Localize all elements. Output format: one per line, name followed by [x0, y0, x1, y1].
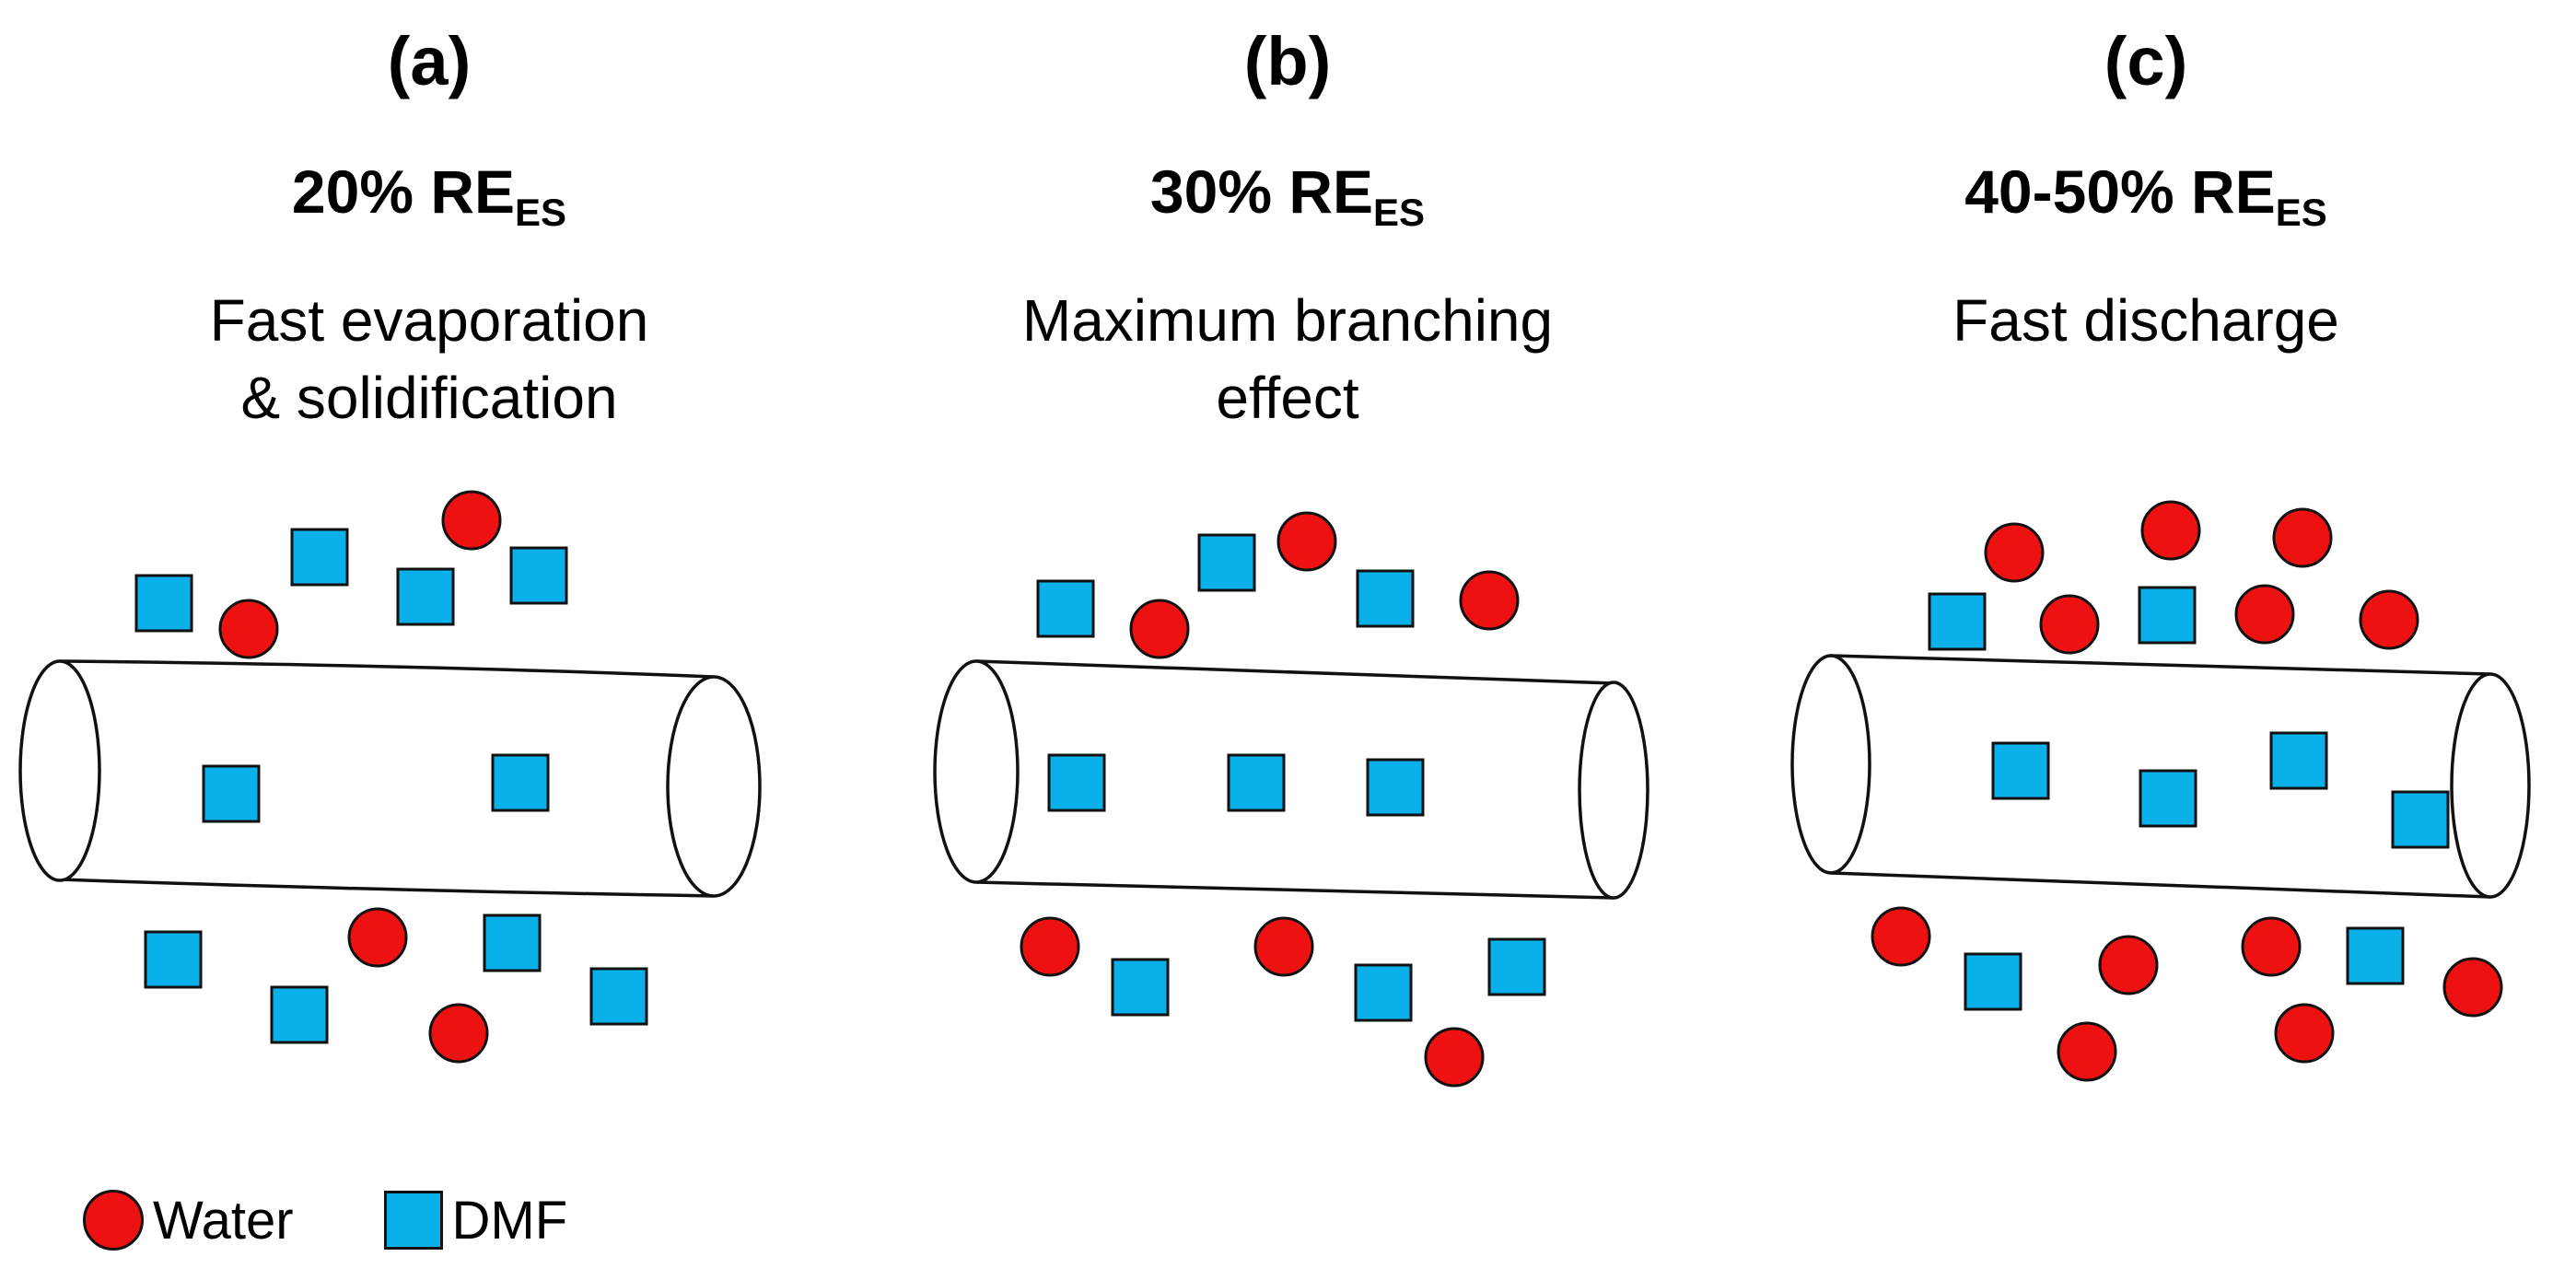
dmf-particle-icon [2138, 586, 2197, 645]
fiber-top-edge [975, 659, 1614, 685]
water-particle-icon [218, 599, 279, 659]
fiber-scene [1790, 500, 2531, 1082]
dmf-swatch-icon [383, 1191, 443, 1250]
fiber-scene [933, 511, 1649, 1088]
fiber-tube [933, 659, 1649, 900]
water-particle-icon [347, 907, 408, 968]
dmf-particle-icon [491, 753, 550, 812]
water-particle-icon [2241, 916, 2302, 977]
fiber-bottom-edge [59, 878, 715, 898]
dmf-particle-icon [270, 985, 329, 1044]
panel-label: (c) [2104, 23, 2188, 99]
panel-label: (a) [387, 23, 472, 99]
panel-b: (b) 30% REES Maximum branching effect [858, 0, 1717, 1142]
description-line: Maximum branching [1021, 287, 1554, 354]
condition-label: 40-50% REES [1964, 157, 2327, 234]
legend: Water DMF [83, 1183, 658, 1257]
water-particle-icon [1424, 1027, 1485, 1088]
fiber-right-end [666, 675, 762, 898]
fiber-left-end [1790, 654, 1871, 875]
water-particle-icon [2140, 500, 2201, 561]
dmf-particle-icon [589, 967, 648, 1026]
dmf-particle-icon [1227, 753, 1286, 812]
fiber-left-end [933, 659, 1020, 884]
dmf-particle-icon [1197, 533, 1256, 592]
legend-item-water: Water [83, 1190, 294, 1251]
water-particle-icon [1253, 916, 1314, 977]
fiber-right-end [2450, 672, 2531, 899]
dmf-particle-icon [1487, 937, 1546, 996]
water-particle-icon [2098, 935, 2159, 995]
water-particle-icon [1276, 511, 1337, 572]
particles [134, 490, 648, 1064]
water-particle-icon [1020, 916, 1080, 977]
description-line: & solidification [240, 365, 618, 431]
fiber-left-end [18, 659, 101, 882]
particles [1871, 500, 2503, 1082]
description-line: Fast evaporation [209, 287, 649, 354]
water-particle-icon [2359, 589, 2419, 650]
water-swatch-icon [83, 1190, 144, 1251]
dmf-particle-icon [2391, 790, 2450, 849]
dmf-particle-icon [290, 528, 349, 587]
description-line: Fast discharge [1952, 287, 2339, 354]
water-particle-icon [2039, 594, 2100, 655]
legend-item-dmf: DMF [383, 1190, 568, 1251]
panel-c: (c) 40-50% REES Fast discharge [1717, 0, 2575, 1142]
dmf-particle-icon [1047, 753, 1106, 812]
dmf-particle-icon [509, 546, 568, 605]
dmf-particle-icon [1964, 952, 2022, 1011]
dmf-particle-icon [1356, 569, 1415, 628]
dmf-particle-icon [2346, 926, 2405, 985]
water-particle-icon [2272, 507, 2333, 568]
dmf-particle-icon [134, 574, 193, 633]
dmf-particle-icon [1036, 579, 1095, 638]
water-particle-icon [2057, 1021, 2117, 1082]
dmf-particle-icon [144, 930, 203, 989]
dmf-particle-icon [483, 913, 542, 972]
dmf-particle-icon [2269, 731, 2328, 790]
water-particle-icon [1984, 522, 2045, 583]
description: Fast evaporation & solidification [0, 282, 858, 436]
dmf-particle-icon [1928, 592, 1987, 651]
water-particle-icon [2442, 957, 2503, 1018]
legend-label: DMF [451, 1190, 568, 1251]
legend-label: Water [153, 1190, 294, 1251]
dmf-particle-icon [1111, 958, 1170, 1017]
description-line: effect [1216, 365, 1359, 431]
dmf-particle-icon [202, 764, 261, 823]
water-particle-icon [2274, 1003, 2335, 1064]
water-particle-icon [1871, 906, 1931, 967]
condition-label: 30% REES [1149, 157, 1426, 234]
fiber-top-edge [59, 659, 715, 679]
fiber-top-edge [1830, 654, 2491, 676]
water-particle-icon [1459, 570, 1520, 631]
description: Maximum branching effect [858, 282, 1717, 436]
fiber-tube [18, 659, 762, 898]
panel-a: (a) 20% REES Fast evaporation & solidifi… [0, 0, 858, 1142]
water-particle-icon [428, 1003, 489, 1064]
water-particle-icon [441, 490, 502, 551]
condition-label: 20% REES [291, 157, 567, 234]
dmf-particle-icon [2139, 769, 2197, 828]
dmf-particle-icon [396, 567, 455, 626]
dmf-particle-icon [1366, 758, 1425, 817]
description: Fast discharge [1717, 282, 2575, 359]
fiber-right-end [1578, 681, 1649, 900]
fiber-bottom-edge [1830, 871, 2491, 899]
dmf-particle-icon [1991, 741, 2050, 800]
dmf-particle-icon [1354, 963, 1413, 1022]
fiber-bottom-edge [975, 880, 1614, 900]
particles [1020, 511, 1546, 1088]
fiber-scene [18, 490, 762, 1064]
fiber-tube [1790, 654, 2531, 899]
water-particle-icon [1129, 599, 1190, 659]
panel-label: (b) [1243, 23, 1332, 99]
water-particle-icon [2234, 584, 2295, 645]
